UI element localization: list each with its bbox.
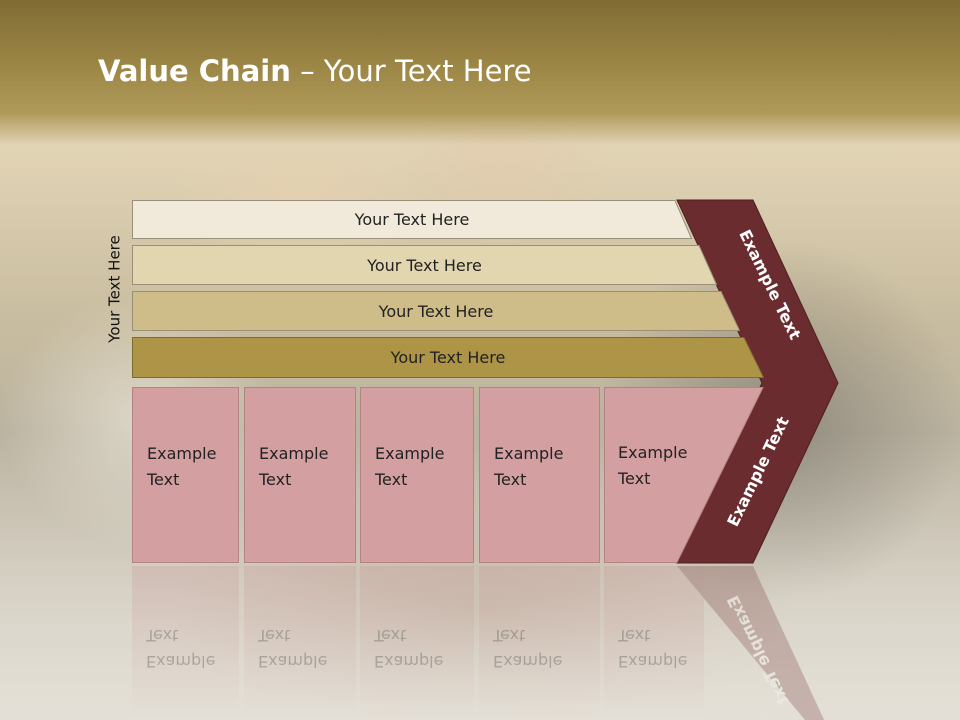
activity-cell-3-line1: Example [375,444,445,463]
activity-cell-1-line2: Text [147,470,180,489]
slide-title-rest: – Your Text Here [290,54,532,88]
activity-cell-5[interactable]: Example Text [604,387,764,563]
title-banner [0,0,960,145]
activity-cell-4[interactable]: Example Text [479,387,600,563]
background-floor [0,560,960,720]
value-bar-3-shape [132,291,740,331]
activity-cell-2-line2: Text [259,470,292,489]
activity-cell-2-line1: Example [259,444,329,463]
value-bar-1[interactable]: Your Text Here [132,200,692,239]
activity-cell-5-line1: Example [618,443,688,462]
value-bar-3-label: Your Text Here [378,301,494,321]
activity-cell-2[interactable]: Example Text [244,387,356,563]
chevron-arrow [676,199,839,564]
activity-cell-5-shape [604,387,764,563]
value-bar-4-label: Your Text Here [390,348,506,367]
reflection-chevron [677,566,838,720]
value-bar-4-shape [132,337,764,378]
activity-cell-4-line2: Text [494,470,527,489]
activity-cell-3-line2: Text [375,470,408,489]
activity-cell-5-line2: Text [618,469,651,488]
reflection-inner: Example Text Example Text Example Text E… [0,566,960,720]
value-bar-3[interactable]: Your Text Here [132,291,740,331]
activity-cell-1-line1: Example [147,444,217,463]
activity-cell-3[interactable]: Example Text [360,387,474,563]
value-bar-2[interactable]: Your Text Here [132,245,717,285]
value-bar-2-label: Your Text Here [367,255,482,275]
slide-title[interactable]: Value Chain – Your Text Here [98,54,532,88]
activity-cell-1[interactable]: Example Text [132,387,239,563]
slide-title-bold: Value Chain [98,54,291,88]
reflection: Example Text Example Text Example Text E… [0,566,960,720]
value-bar-1-label: Your Text Here [354,210,470,229]
activity-cell-4-line1: Example [494,444,564,463]
value-bar-2-shape [132,245,717,285]
value-bar-1-shape [132,200,692,239]
value-bar-4[interactable]: Your Text Here [132,337,764,378]
